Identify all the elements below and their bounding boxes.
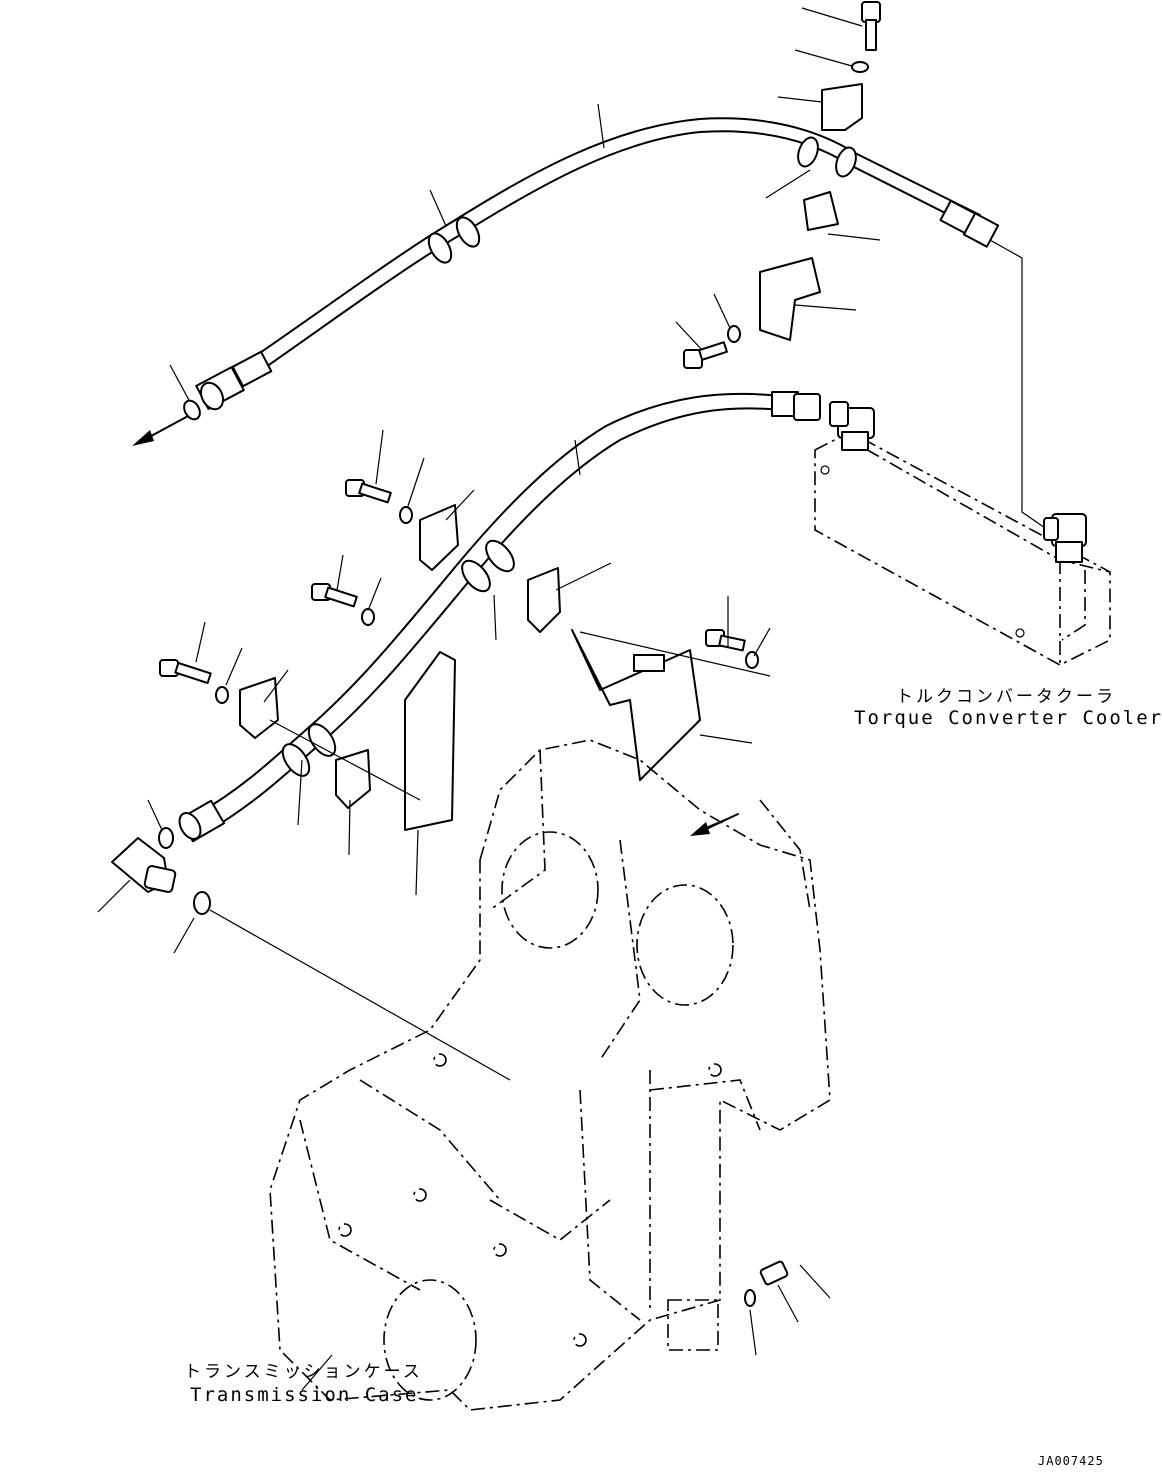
- bolt-icon: [683, 341, 728, 369]
- transmission-case-label-jp: トランスミッションケース: [184, 1362, 423, 1382]
- lower-hose-right-fitting: [771, 391, 821, 421]
- washer-icon: [215, 686, 229, 704]
- bolt-icon: [861, 1, 881, 51]
- lower-hose-left-fitting: [178, 799, 226, 843]
- upper-hose: [132, 117, 1000, 446]
- transmission-case-label-en: Transmission Case: [190, 1384, 419, 1406]
- clamp-icon: [419, 504, 459, 571]
- o-ring-icon: [158, 827, 174, 849]
- arrow-icon: [690, 813, 739, 836]
- bolt-icon: [159, 659, 212, 685]
- arrow-icon: [132, 414, 191, 446]
- hose-sleeve: [461, 559, 491, 593]
- plug-fitting: [744, 1260, 831, 1356]
- cooler-label-jp: トルクコンバータクーラ: [896, 687, 1116, 707]
- washer-icon: [399, 506, 413, 524]
- clamp-icon: [821, 83, 863, 131]
- washer-icon: [727, 325, 741, 343]
- o-ring-icon: [744, 1289, 756, 1307]
- hose-sleeve: [455, 216, 481, 248]
- cooler-label-en: Torque Converter Cooler: [854, 707, 1162, 729]
- lower-clamp-assembly: [97, 429, 771, 1081]
- hose-sleeve: [485, 539, 515, 573]
- upper-hose-right-fitting: [939, 199, 1000, 248]
- clamp-icon: [239, 677, 279, 739]
- bracket-icon: [404, 651, 456, 831]
- hose-sleeve: [835, 146, 857, 178]
- o-ring-icon: [193, 891, 211, 915]
- bolt-icon: [311, 583, 358, 608]
- clamp-icon: [527, 567, 561, 633]
- bolt-icon: [705, 629, 746, 652]
- elbow-fitting-icon: [111, 837, 177, 893]
- upper-clamp-assembly: [169, 1, 881, 403]
- washer-icon: [361, 608, 375, 626]
- elbow-fitting-icon: [1043, 513, 1087, 563]
- elbow-fitting-icon: [829, 401, 875, 451]
- torque-converter-cooler: [814, 401, 1111, 666]
- bracket-icon: [759, 257, 821, 341]
- transmission-case: [269, 739, 831, 1411]
- hose-sleeve: [307, 723, 337, 757]
- hose-sleeve: [427, 232, 453, 264]
- bracket-icon: [571, 629, 701, 781]
- bolt-icon: [345, 479, 392, 504]
- clamp-block: [633, 654, 665, 672]
- upper-hose-left-fitting: [195, 350, 273, 411]
- o-ring-icon: [183, 399, 201, 421]
- clamp-icon: [335, 749, 371, 809]
- washer-icon: [851, 61, 869, 73]
- washer-icon: [745, 651, 759, 669]
- lower-hose: [178, 391, 821, 843]
- figure-number: JA007425: [1038, 1454, 1104, 1468]
- hose-sleeve: [281, 743, 311, 777]
- hose-sleeve: [797, 136, 819, 168]
- clamp-icon: [803, 191, 839, 231]
